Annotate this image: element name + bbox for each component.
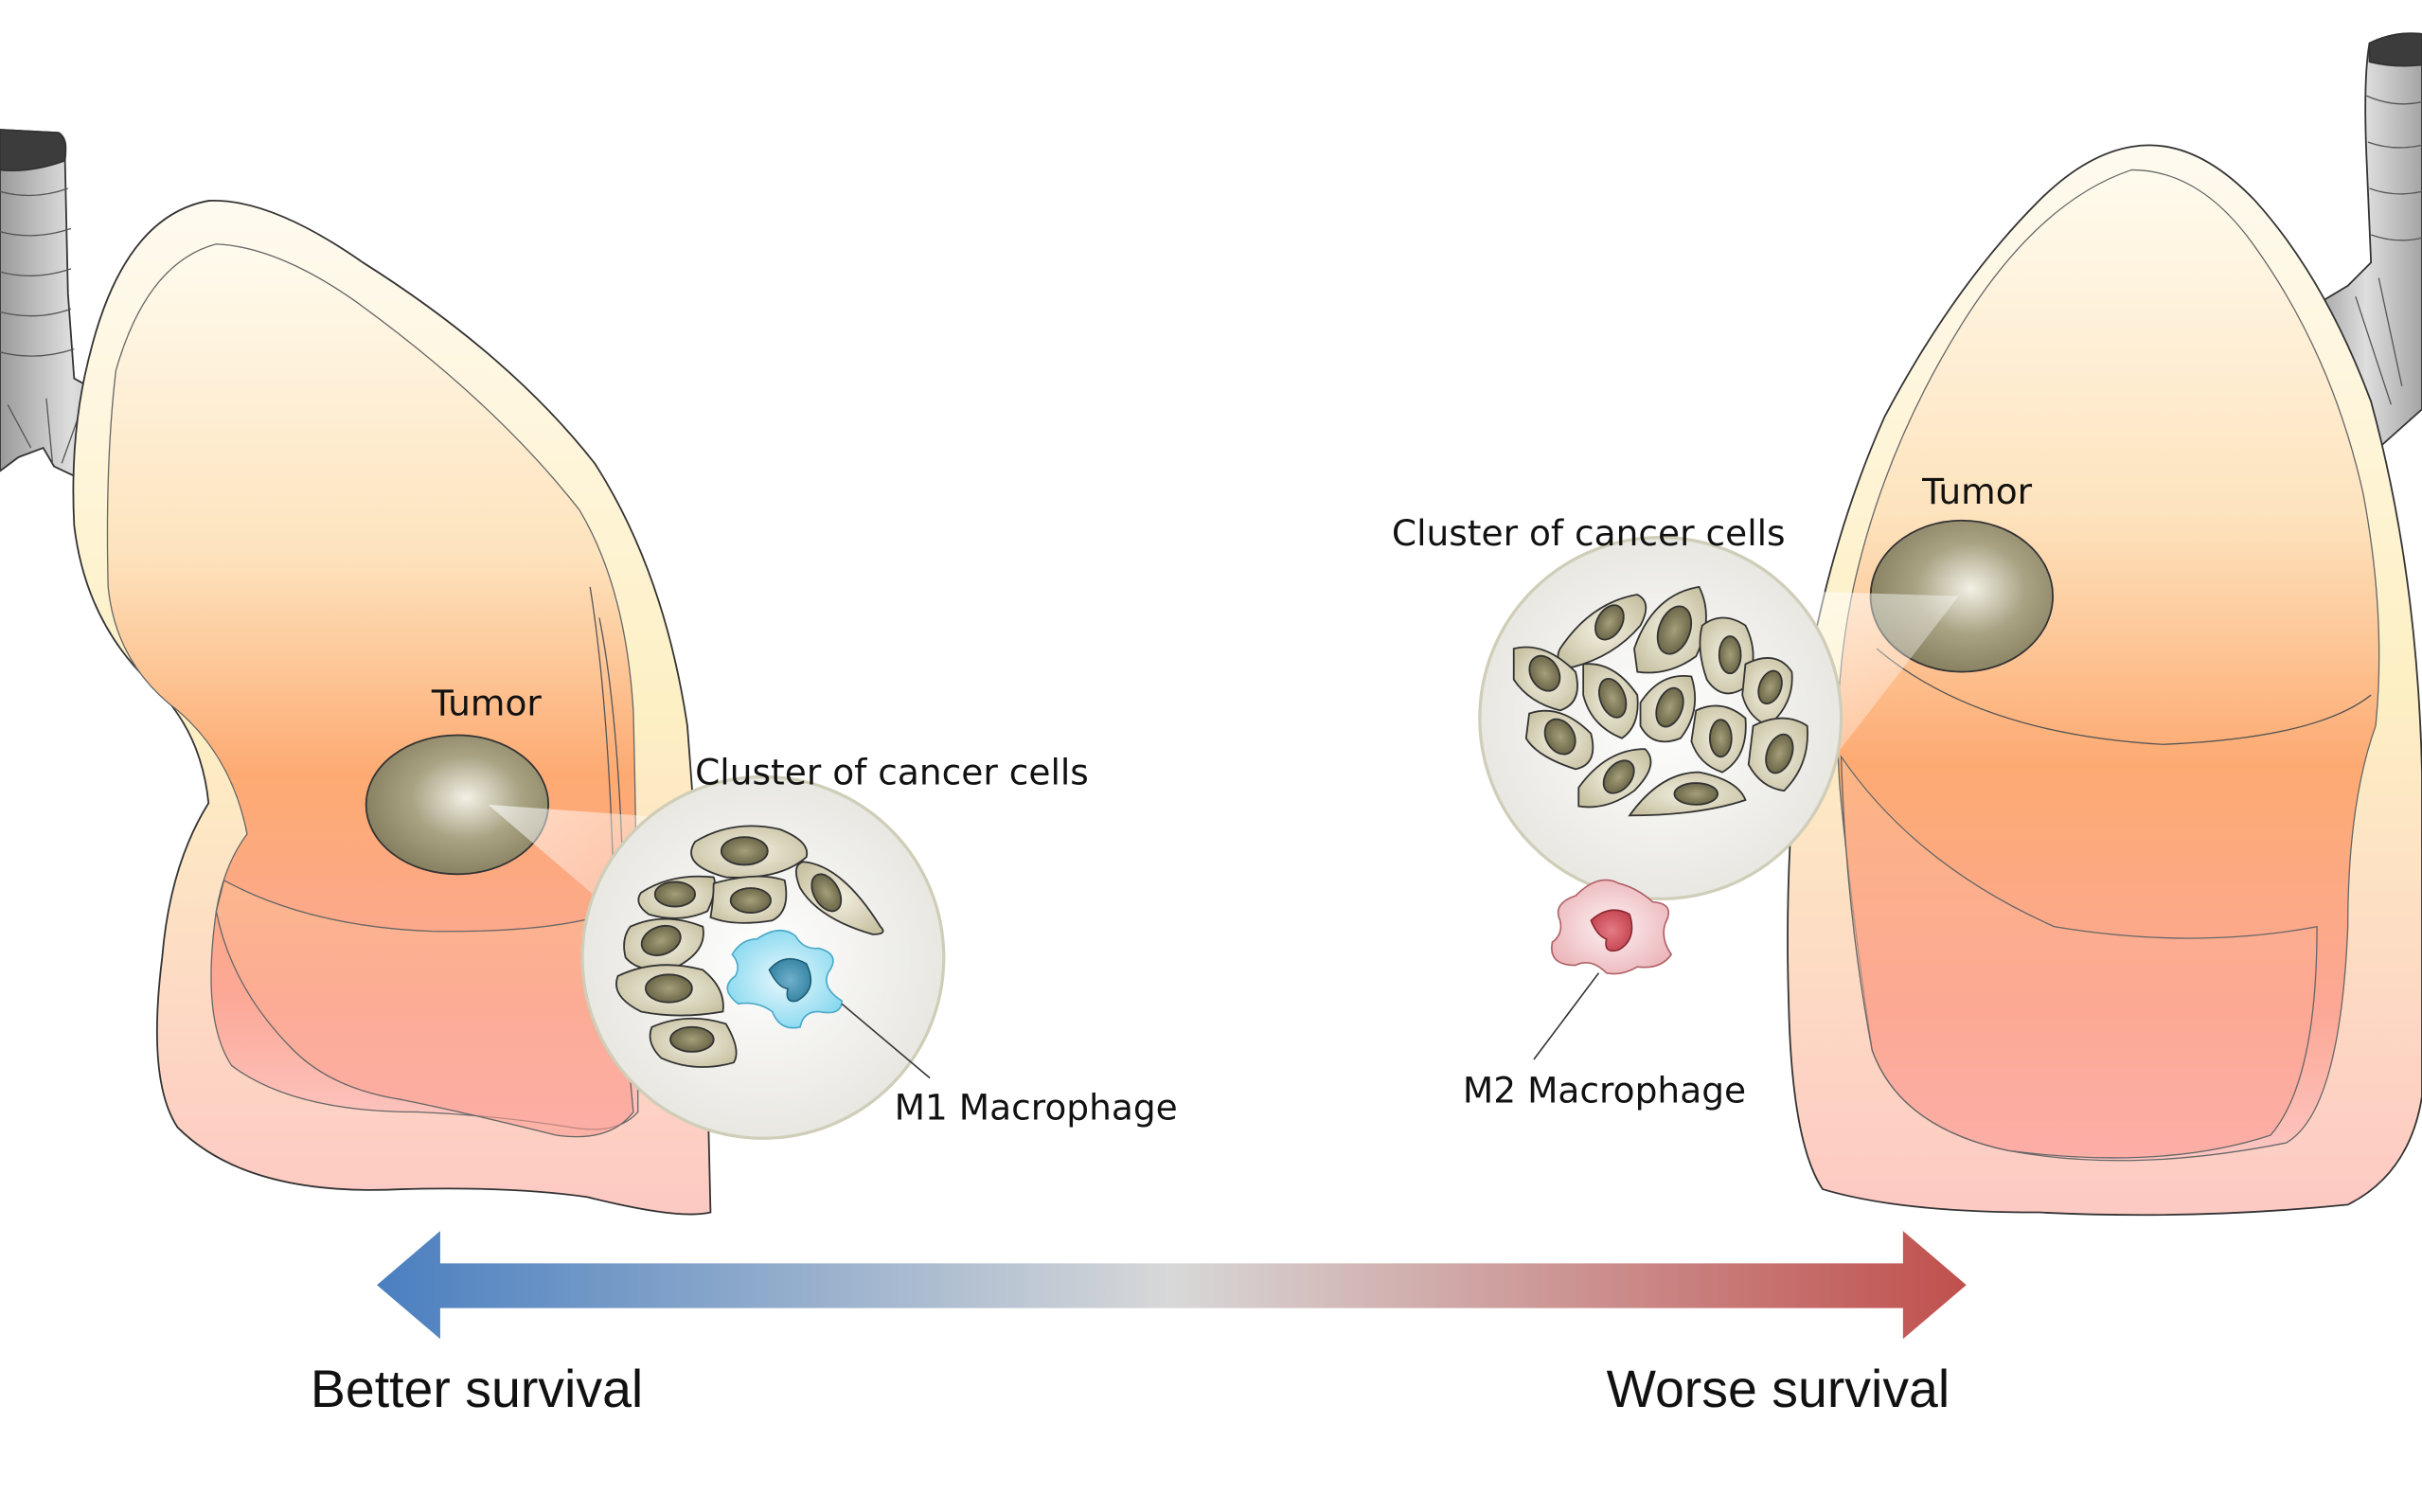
right-cancer-cell-cluster: Cluster of cancer cells M2 Macrophage xyxy=(1392,512,1843,1112)
left-tumor xyxy=(365,734,550,876)
better-survival-label: Better survival xyxy=(311,1360,643,1418)
cancer-cell xyxy=(1628,771,1747,817)
m2-macrophage xyxy=(1551,879,1673,975)
cancer-cell xyxy=(637,875,717,919)
left-cancer-cell-cluster: Cluster of cancer cells M1 Macrophage xyxy=(580,752,1178,1140)
left-trachea-icon xyxy=(0,129,145,480)
cancer-cell xyxy=(623,917,704,970)
cancer-cell xyxy=(1512,646,1578,712)
cancer-cell xyxy=(795,861,884,935)
cancer-cell xyxy=(1524,709,1594,771)
survival-gradient-arrow xyxy=(377,1231,1967,1340)
m2-pointer-line xyxy=(1533,972,1600,1060)
left-lung-lower-lobe xyxy=(215,879,634,1138)
m1-macrophage-label: M1 Macrophage xyxy=(895,1087,1178,1129)
left-cluster-label: Cluster of cancer cells xyxy=(695,752,1089,793)
cancer-cell xyxy=(1582,663,1639,739)
cancer-cell xyxy=(709,875,788,924)
cancer-cell xyxy=(1747,717,1808,792)
left-lung: Tumor xyxy=(0,129,712,1216)
right-cluster-label: Cluster of cancer cells xyxy=(1392,512,1786,554)
cancer-cell xyxy=(1699,616,1754,695)
cancer-cell xyxy=(1577,748,1652,809)
right-lung: Tumor xyxy=(1760,32,2422,1217)
m1-pointer-line xyxy=(841,1003,931,1079)
cancer-cell xyxy=(690,825,809,879)
m2-macrophage-label: M2 Macrophage xyxy=(1463,1070,1746,1112)
cancer-cell xyxy=(649,1017,738,1068)
cancer-cell xyxy=(1639,674,1697,743)
right-tumor-label: Tumor xyxy=(1921,471,2032,512)
right-lung-lower-lobe xyxy=(1840,755,2318,1159)
worse-survival-label: Worse survival xyxy=(1607,1360,1950,1418)
cancer-cell xyxy=(1633,585,1707,674)
cancer-cell xyxy=(1690,704,1747,774)
cancer-cell xyxy=(1741,657,1793,727)
cancer-cell xyxy=(615,964,724,1017)
m1-macrophage xyxy=(726,930,843,1029)
survival-scale: Better survival Worse survival xyxy=(311,1231,1967,1418)
left-tumor-label: Tumor xyxy=(431,682,542,723)
